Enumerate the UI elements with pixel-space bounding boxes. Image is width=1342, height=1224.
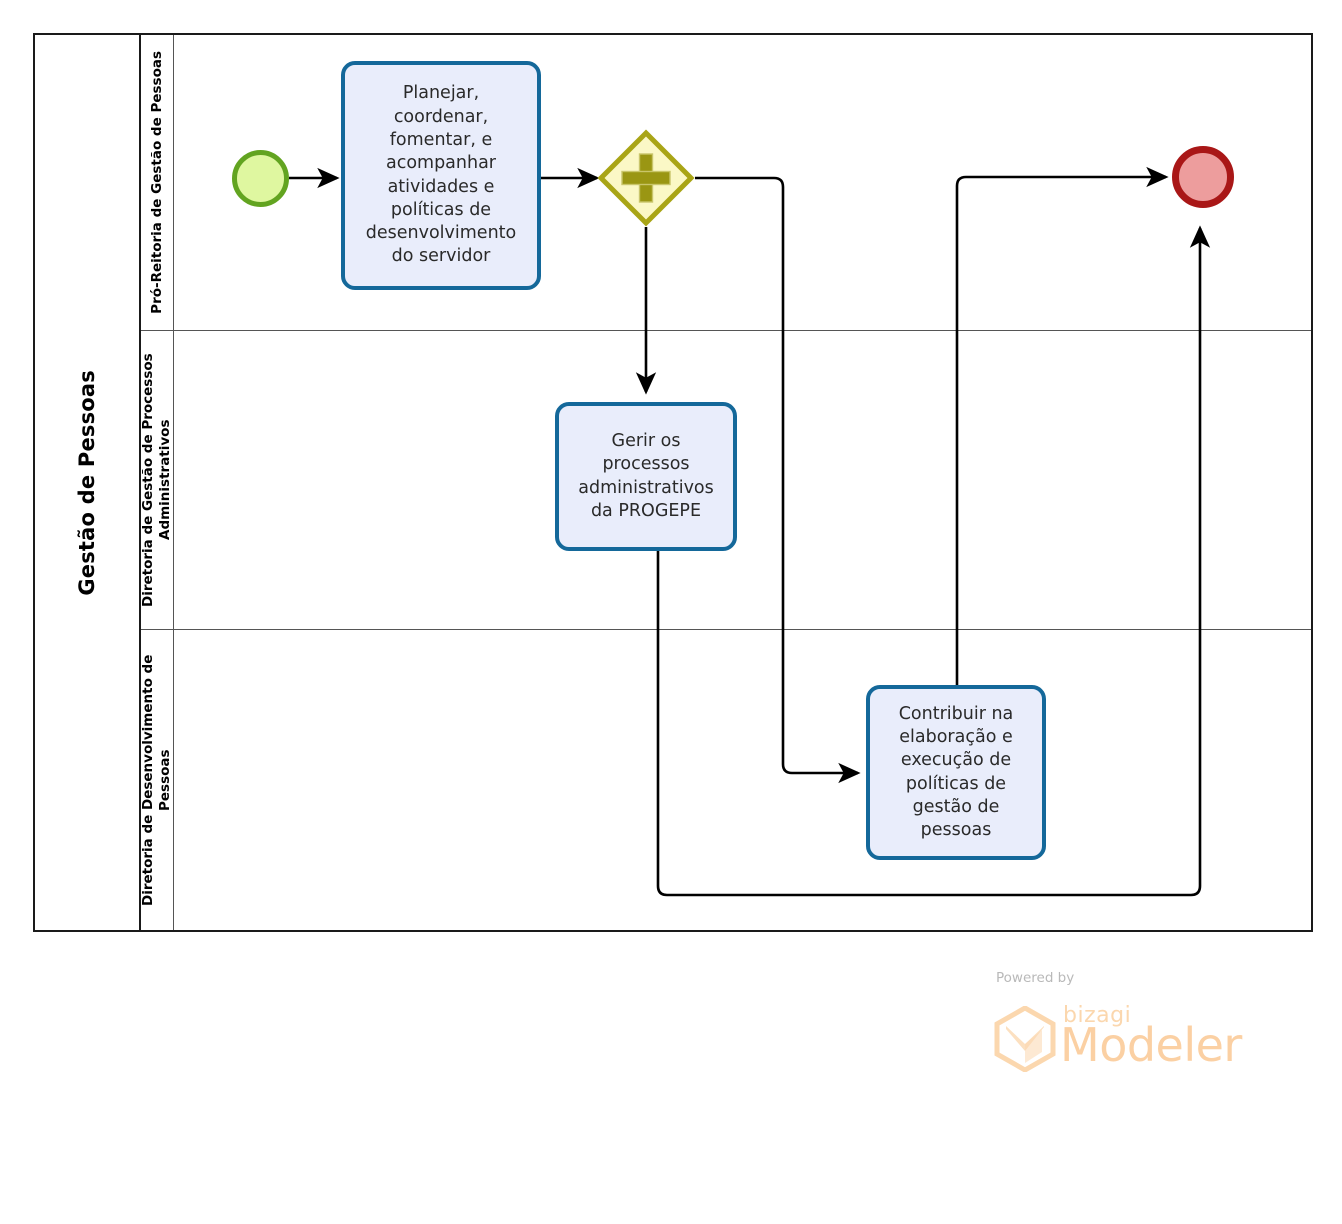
lane-diretoria-de-desenvolvimento-de-pessoas[interactable]: Diretoria de Desenvolvimento de Pessoas — [140, 630, 1311, 930]
task-gerir-processos-administrativos[interactable]: Gerir os processos administrativos da PR… — [555, 402, 737, 551]
lane-header-1: Pró-Reitoria de Gestão de Pessoas — [141, 35, 174, 330]
parallel-gateway-icon — [597, 129, 695, 227]
lane-title-2: Diretoria de Gestão de Processos Adminis… — [140, 353, 173, 607]
lane-header-2: Diretoria de Gestão de Processos Adminis… — [140, 331, 174, 629]
lane-title-1: Pró-Reitoria de Gestão de Pessoas — [148, 51, 165, 314]
pool-header: Gestão de Pessoas — [35, 35, 141, 930]
task-contribuir-elaboracao-execucao[interactable]: Contribuir na elaboração e execução de p… — [866, 685, 1046, 860]
pool-title: Gestão de Pessoas — [75, 369, 99, 596]
bizagi-logo-icon — [994, 1006, 1056, 1072]
lane-pro-reitoria-de-gestao-de-pessoas[interactable]: Pró-Reitoria de Gestão de Pessoas — [141, 35, 1311, 331]
watermark-powered-by-label: Powered by — [996, 970, 1075, 986]
task-planejar-coordenar-fomentar[interactable]: Planejar, coordenar, fomentar, e acompan… — [341, 61, 541, 290]
bizagi-watermark: Powered by bizagi Modeler — [968, 970, 1268, 1080]
start-event[interactable] — [232, 150, 289, 207]
watermark-brand: bizagi — [1063, 1003, 1132, 1028]
parallel-gateway[interactable] — [597, 129, 695, 227]
watermark-product: Modeler — [1060, 1018, 1242, 1072]
lane-header-3: Diretoria de Desenvolvimento de Pessoas — [140, 630, 174, 930]
lane-title-3: Diretoria de Desenvolvimento de Pessoas — [140, 654, 173, 906]
end-event[interactable] — [1172, 146, 1234, 208]
